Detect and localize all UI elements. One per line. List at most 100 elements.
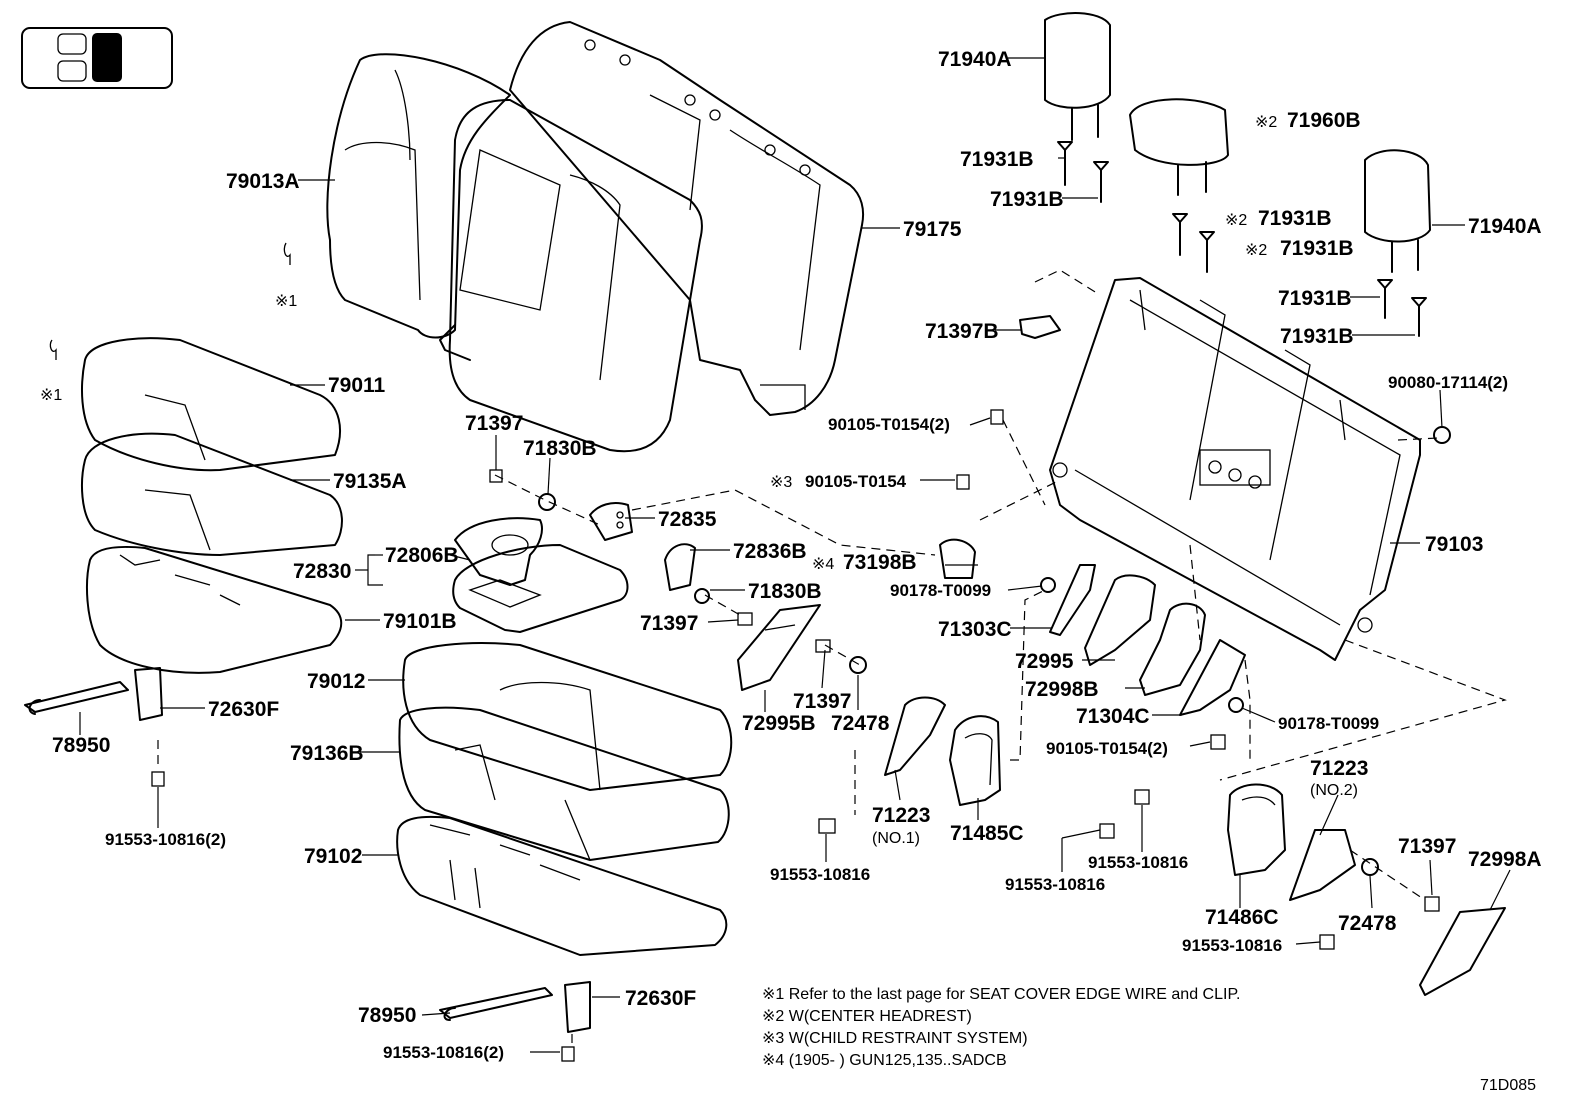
label-71223-a[interactable]: 71223 — [872, 804, 930, 827]
assembly-dashed-lines — [157, 269, 1507, 1048]
bracket-72630F-upper — [134, 667, 163, 721]
label-71931B-2[interactable]: 71931B — [990, 188, 1064, 211]
label-78950-b[interactable]: 78950 — [358, 1004, 416, 1027]
label-91553-10816-c[interactable]: 91553-10816 — [770, 865, 870, 884]
label-72998A[interactable]: 72998A — [1468, 848, 1542, 871]
label-71223-b[interactable]: 71223 — [1310, 757, 1368, 780]
label-71830B-a[interactable]: 71830B — [523, 437, 597, 460]
seatback-center-79013A — [439, 99, 703, 453]
label-72478-a[interactable]: 72478 — [831, 712, 890, 735]
label-73198B[interactable]: 73198B — [843, 551, 917, 574]
label-79135A[interactable]: 79135A — [333, 470, 407, 493]
label-79102[interactable]: 79102 — [304, 845, 362, 868]
board-72998A — [1419, 907, 1506, 996]
label-79013A[interactable]: 79013A — [226, 170, 300, 193]
footnote-3: ※3 W(CHILD RESTRAINT SYSTEM) — [762, 1030, 1028, 1047]
cushion-pad-79101B — [86, 545, 343, 674]
cushion-cover-79136B — [398, 706, 730, 861]
headrest-supports-71931B — [1057, 141, 1427, 337]
board-72995B — [737, 604, 821, 691]
label-72995B[interactable]: 72995B — [742, 712, 816, 735]
bracket-71303C — [1049, 564, 1096, 636]
label-79175[interactable]: 79175 — [903, 218, 962, 241]
label-71397-c[interactable]: 71397 — [793, 690, 851, 713]
label-90105-T0154-a[interactable]: 90105-T0154(2) — [828, 415, 950, 434]
label-72630F-a[interactable]: 72630F — [208, 698, 279, 721]
label-90178-T0099-a[interactable]: 90178-T0099 — [890, 581, 991, 600]
pad-72998B — [1139, 602, 1206, 696]
label-71303C[interactable]: 71303C — [938, 618, 1012, 641]
headrest-71940A-top — [1044, 12, 1111, 141]
label-71485C[interactable]: 71485C — [950, 822, 1024, 845]
cover-71486C — [1227, 783, 1286, 876]
label-90105-T0154-c[interactable]: 90105-T0154(2) — [1046, 739, 1168, 758]
label-71931B-6[interactable]: 71931B — [1280, 325, 1354, 348]
label-91553-10816-d[interactable]: 91553-10816 — [1005, 875, 1105, 894]
seatback-left-79013A — [326, 53, 511, 339]
hook-73198B — [939, 538, 976, 579]
label-72630F-b[interactable]: 72630F — [625, 987, 696, 1010]
label-71830B-b[interactable]: 71830B — [748, 580, 822, 603]
label-71397-b[interactable]: 71397 — [640, 612, 698, 635]
headrest-71960B — [1129, 98, 1229, 196]
label-71931B-1[interactable]: 71931B — [960, 148, 1034, 171]
label-71940A-top[interactable]: 71940A — [938, 48, 1012, 71]
label-72836B[interactable]: 72836B — [733, 540, 807, 563]
label-71931B-5[interactable]: 71931B — [1278, 287, 1352, 310]
label-90105-T0154-b[interactable]: 90105-T0154 — [805, 472, 907, 491]
label-72830[interactable]: 72830 — [293, 560, 351, 583]
label-71223-a-sub: (NO.1) — [872, 830, 920, 847]
label-72995[interactable]: 72995 — [1015, 650, 1074, 673]
seat-locator-icon — [21, 27, 173, 89]
mark-2-71931B-4: ※2 — [1245, 242, 1267, 259]
label-72478-b[interactable]: 72478 — [1338, 912, 1397, 935]
pad-72995 — [1084, 574, 1156, 666]
label-71960B[interactable]: 71960B — [1287, 109, 1361, 132]
cover-71485C — [949, 715, 1001, 806]
label-71486C[interactable]: 71486C — [1205, 906, 1279, 929]
label-71940A-right[interactable]: 71940A — [1468, 215, 1542, 238]
label-72835[interactable]: 72835 — [658, 508, 717, 531]
label-71397-d[interactable]: 71397 — [1398, 835, 1456, 858]
bracket-72630F-lower — [564, 981, 591, 1033]
label-78950-a[interactable]: 78950 — [52, 734, 110, 757]
label-71304C[interactable]: 71304C — [1076, 705, 1150, 728]
label-79011[interactable]: 79011 — [328, 374, 386, 397]
bracket-71304C — [1179, 639, 1246, 716]
label-79012[interactable]: 79012 — [307, 670, 365, 693]
label-91553-10816-b[interactable]: 91553-10816 — [1088, 853, 1188, 872]
footnote-1: ※1 Refer to the last page for SEAT COVER… — [762, 986, 1241, 1003]
label-72998B[interactable]: 72998B — [1025, 678, 1099, 701]
part-labels: 79013A 79175 71940A ※2 71960B 71931B 719… — [40, 48, 1542, 1062]
figure-code: 71D085 — [1480, 1077, 1536, 1094]
headrest-71940A-right — [1364, 149, 1431, 273]
hinge-71223-no1 — [884, 696, 946, 776]
label-71931B-4[interactable]: 71931B — [1280, 237, 1354, 260]
footnotes: ※1 Refer to the last page for SEAT COVER… — [762, 986, 1241, 1069]
label-91553-10816-a[interactable]: 91553-10816(2) — [105, 830, 226, 849]
label-79103[interactable]: 79103 — [1425, 533, 1483, 556]
label-90178-T0099-b[interactable]: 90178-T0099 — [1278, 714, 1379, 733]
cushion-79011 — [81, 337, 341, 472]
label-79136B[interactable]: 79136B — [290, 742, 364, 765]
cushion-pad-79102 — [396, 815, 728, 956]
label-91553-10816-e[interactable]: 91553-10816 — [1182, 936, 1282, 955]
mark-2-71960B: ※2 — [1255, 114, 1277, 131]
label-91553-10816-f[interactable]: 91553-10816(2) — [383, 1043, 504, 1062]
hook-78950-lower — [439, 987, 553, 1021]
label-90080-17114[interactable]: 90080-17114(2) — [1388, 373, 1508, 392]
label-71223-b-sub: (NO.2) — [1310, 782, 1358, 799]
label-71931B-3[interactable]: 71931B — [1258, 207, 1332, 230]
label-79101B[interactable]: 79101B — [383, 610, 457, 633]
hinge-71223-no2 — [1289, 829, 1356, 901]
seatback-right-79175 — [509, 21, 865, 416]
mark-1-lower: ※1 — [40, 387, 62, 404]
mark-4: ※4 — [812, 556, 834, 573]
label-71397-a[interactable]: 71397 — [465, 412, 523, 435]
footnote-2: ※2 W(CENTER HEADREST) — [762, 1008, 972, 1025]
label-72806B[interactable]: 72806B — [385, 544, 459, 567]
label-71397B[interactable]: 71397B — [925, 320, 999, 343]
footnote-4: ※4 (1905- ) GUN125,135..SADCB — [762, 1052, 1007, 1069]
